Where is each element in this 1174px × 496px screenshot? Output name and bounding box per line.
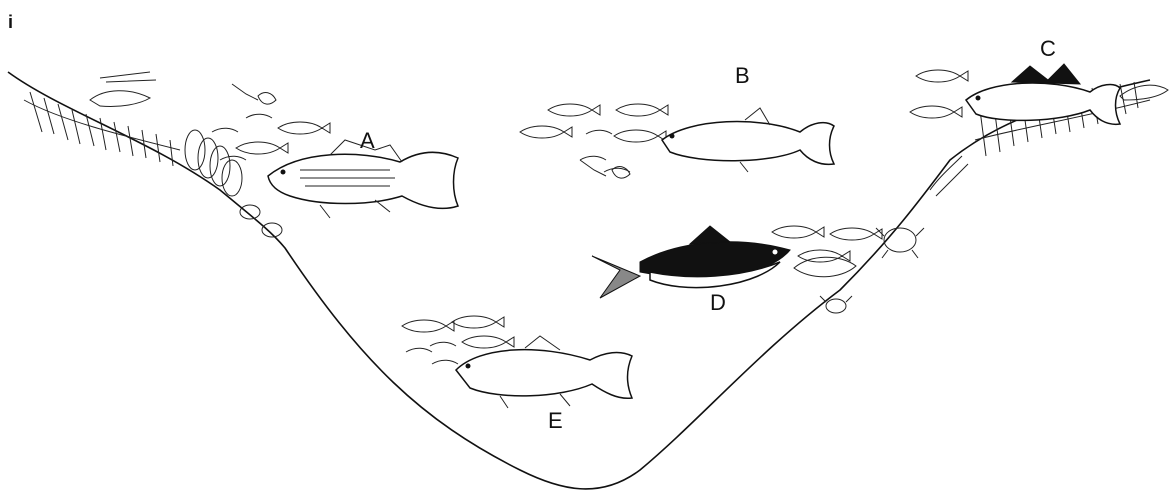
crab-icons xyxy=(820,228,924,313)
left-vegetation xyxy=(24,92,180,166)
fish-d xyxy=(592,226,790,298)
fish-b xyxy=(662,108,834,172)
fish-c xyxy=(966,64,1120,124)
fish-e xyxy=(456,336,632,408)
label-c: C xyxy=(1040,36,1056,61)
prey-group-a xyxy=(212,84,330,160)
label-b: B xyxy=(735,63,750,88)
prey-group-b xyxy=(520,104,668,178)
left-shrimp-icon xyxy=(90,72,156,107)
panel-label: i xyxy=(8,12,13,32)
prey-group-c xyxy=(910,70,968,118)
label-a: A xyxy=(360,128,375,153)
label-d: D xyxy=(710,290,726,315)
basin-profile xyxy=(8,72,1150,489)
left-shell-icon xyxy=(240,205,282,237)
label-e: E xyxy=(548,408,563,433)
